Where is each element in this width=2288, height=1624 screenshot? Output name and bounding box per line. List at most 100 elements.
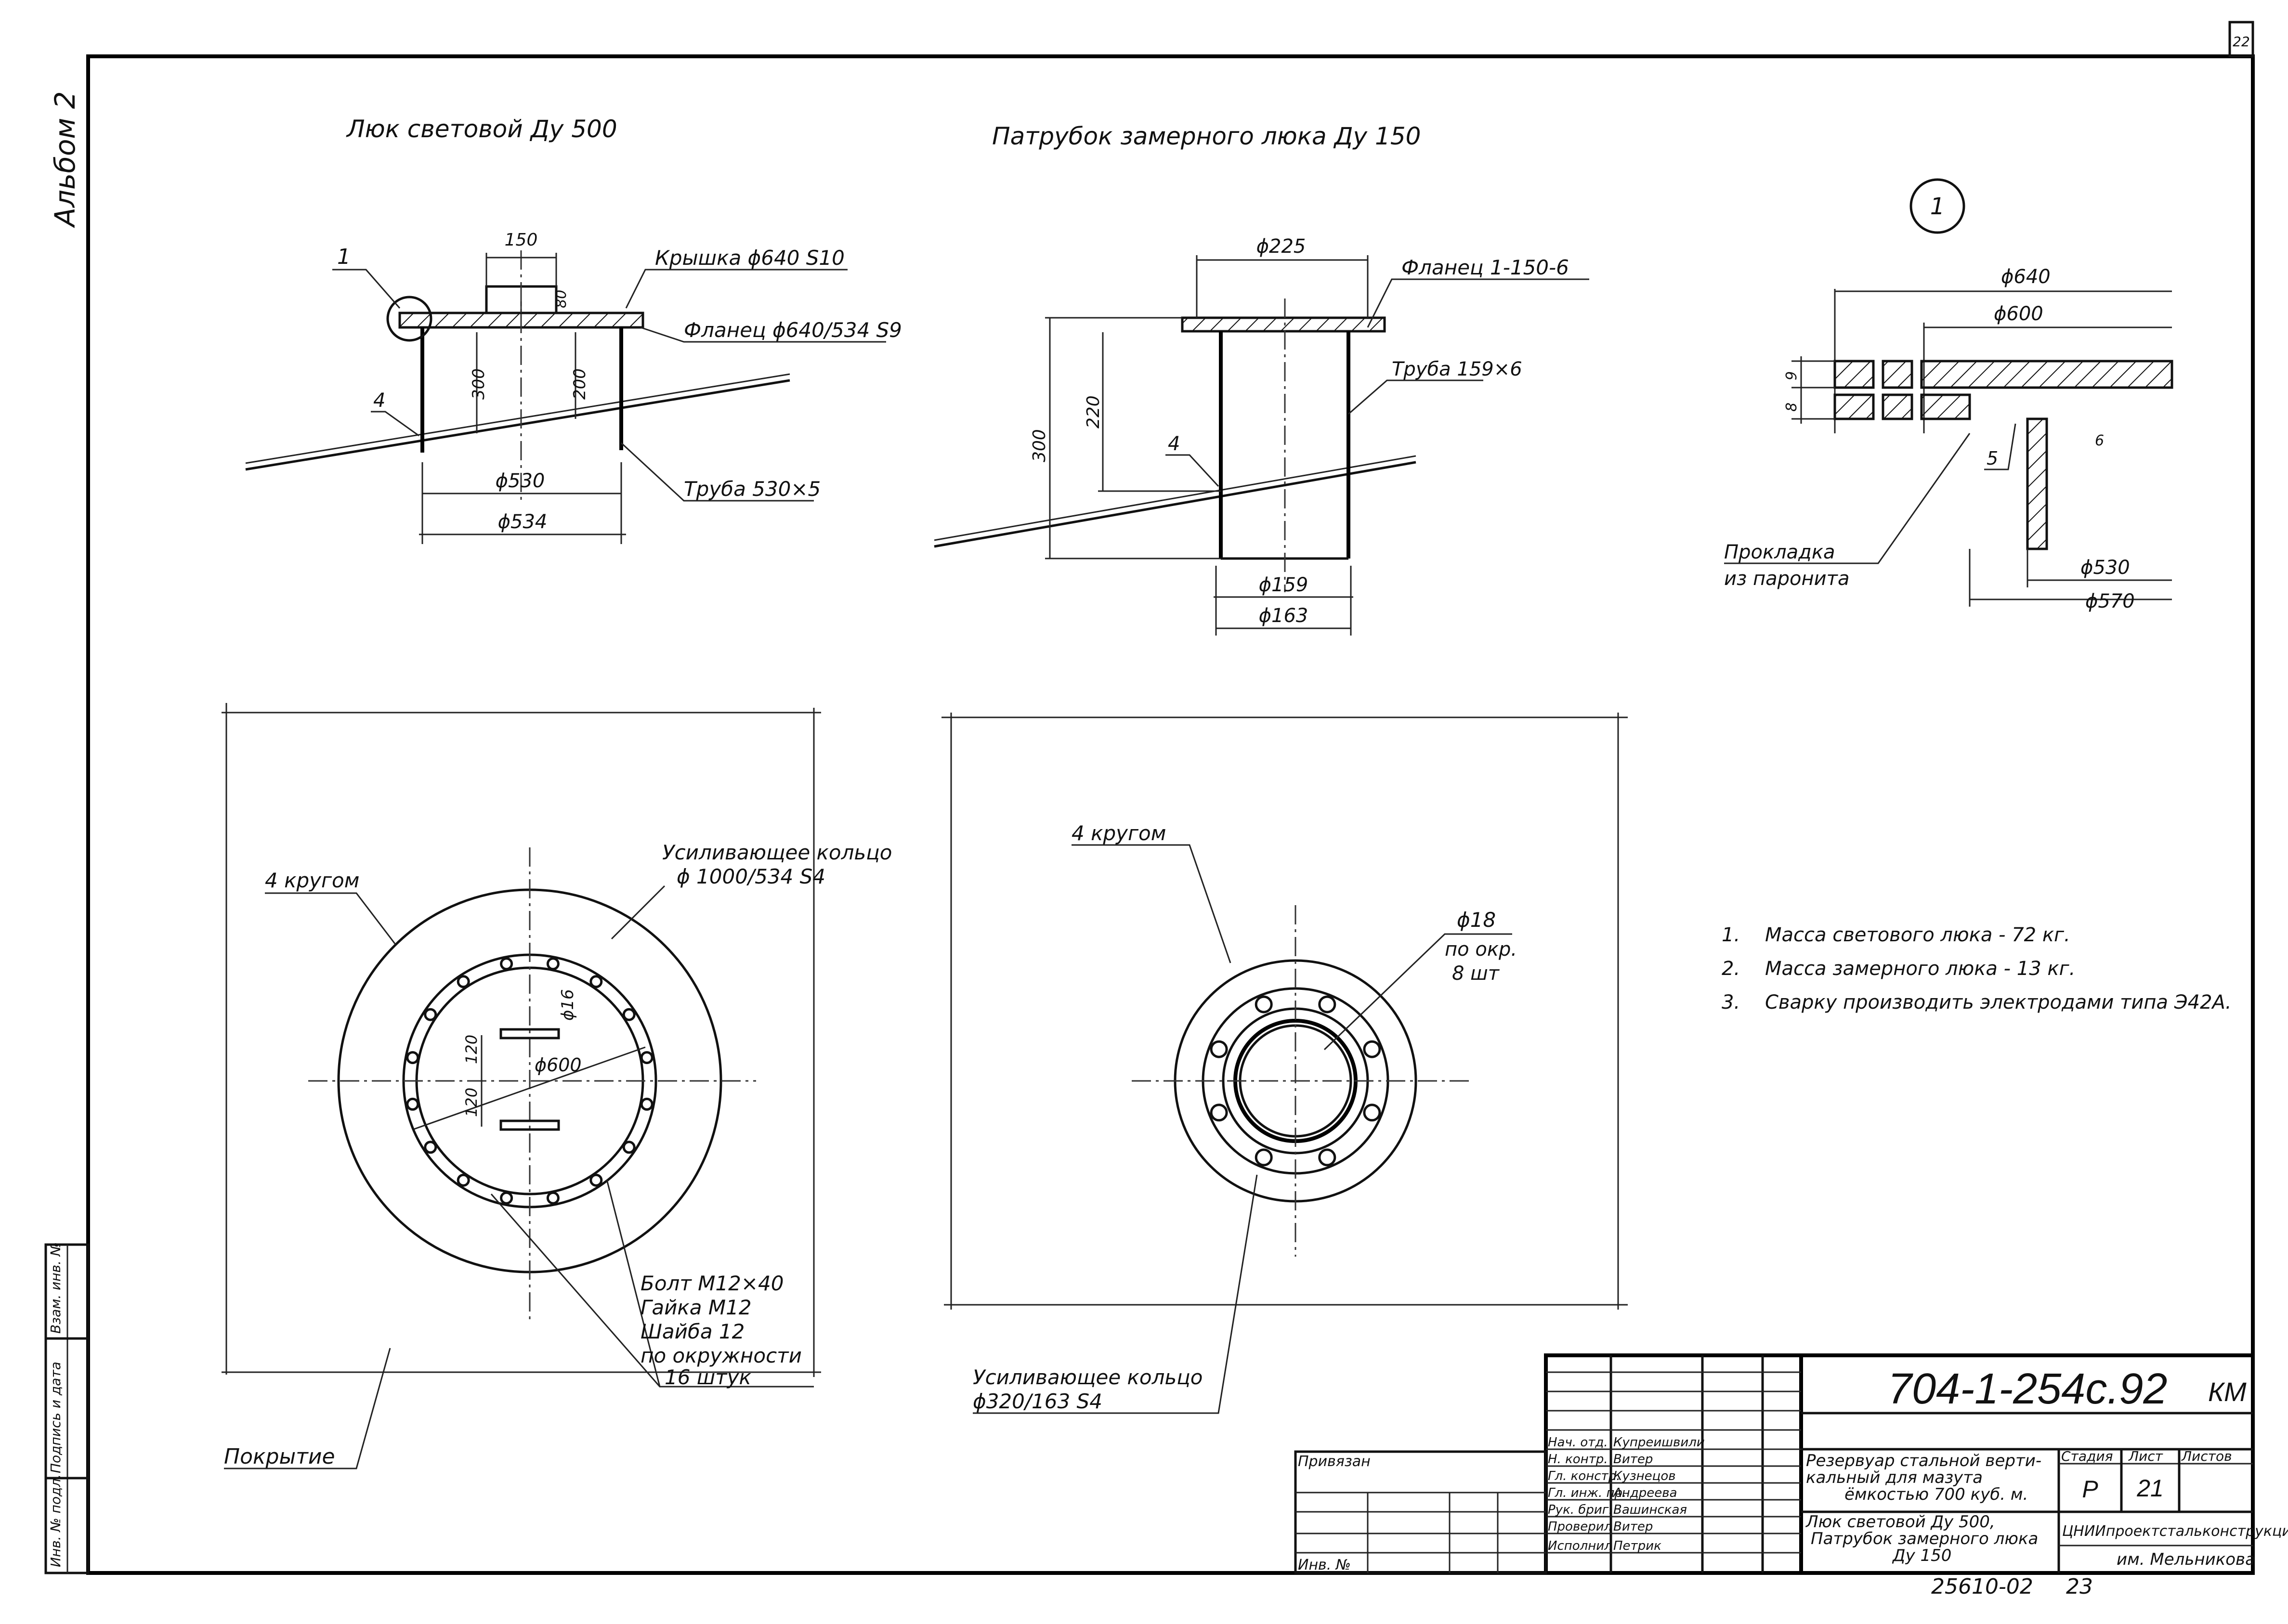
bottom-code: 25610-02 — [1931, 1574, 2033, 1599]
signature-name: Витер — [1613, 1452, 1653, 1467]
dim-d534: ϕ534 — [498, 511, 548, 533]
hole-label-line1: ϕ18 — [1457, 908, 1496, 932]
sheet-corner-box — [2228, 21, 2254, 58]
bolt-hole — [500, 957, 513, 971]
stamp-inv-podl: Инв. № подл. — [48, 1474, 64, 1567]
dim-300-2: 300 — [1030, 429, 1049, 462]
dim-300: 300 — [469, 368, 488, 400]
dim-200: 200 — [570, 368, 589, 400]
bolt-hole — [406, 1051, 419, 1065]
plan-light-hatch: ϕ600 ϕ16 120 120 4 кругом Усиливающее ко… — [222, 703, 892, 1469]
flange-label: Фланец ϕ640/534 S9 — [684, 318, 902, 342]
view-light-hatch-section: Люк световой Ду 500 150 80 300 200 ϕ530 … — [245, 115, 902, 544]
gasket-label-line1: Прокладка — [1724, 541, 1835, 563]
note-3-text: Сварку производить электродами типа Э42А… — [1765, 991, 2232, 1013]
dim-d570: ϕ570 — [2085, 590, 2135, 612]
stage-label: Стадия — [2061, 1448, 2113, 1464]
flange-hole — [1318, 995, 1336, 1013]
signature-name: Витер — [1613, 1520, 1653, 1534]
nozzle-flange — [1181, 316, 1386, 333]
detail-callout-circle — [386, 296, 432, 342]
sheet-title-2: Патрубок замерного люка — [1811, 1529, 2038, 1548]
sheet-title-1: Люк световой Ду 500, — [1805, 1512, 1995, 1532]
plan-measuring-nozzle: 4 кругом ϕ18 по окр. 8 шт Усиливающее ко… — [941, 713, 1628, 1414]
dim-120a: 120 — [462, 1035, 481, 1064]
signature-name: Купреишвили — [1613, 1435, 1705, 1450]
signature-role: Проверил — [1548, 1520, 1612, 1534]
bolt-hole — [424, 1141, 437, 1154]
dim-d159: ϕ159 — [1259, 574, 1308, 596]
roof-label: Покрытие — [224, 1444, 335, 1469]
org-line-1: ЦНИИпроектстальконструкция — [2062, 1523, 2288, 1540]
flange-hole — [1255, 995, 1273, 1013]
bolt-hole — [546, 957, 560, 971]
cover-label: Крышка ϕ640 S10 — [655, 246, 845, 270]
stage-value: Р — [2082, 1476, 2098, 1503]
view1-title: Люк световой Ду 500 — [346, 115, 617, 143]
note-2-text: Масса замерного люка - 13 кг. — [1765, 958, 2075, 980]
label-4: 4 — [373, 390, 385, 412]
object-line-1: Резервуар стальной верти- — [1806, 1451, 2041, 1470]
weld-around-label-2: 4 кругом — [1072, 821, 1166, 845]
signature-name: Кузнецов — [1613, 1469, 1676, 1483]
signature-name: Вашинская — [1613, 1503, 1687, 1517]
label-5: 5 — [1987, 448, 1998, 469]
bolt-hole — [457, 1173, 470, 1187]
bolt-hole — [589, 975, 603, 988]
handle-plan-2 — [499, 1119, 560, 1131]
sheets-label: Листов — [2181, 1448, 2232, 1464]
doc-mark: КМ — [2208, 1377, 2247, 1407]
title-block: 704-1-254с.92 КМ Привязан Инв. № Нач. от… — [1294, 1353, 2288, 1599]
detail-marker-number: 1 — [1930, 193, 1945, 220]
pipe-label: Труба 530×5 — [684, 477, 821, 501]
roof-line — [245, 379, 790, 471]
signature-role: Н. контр. — [1548, 1452, 1608, 1467]
bolt-line-5: 16 штук — [665, 1365, 752, 1389]
object-line-3: ёмкостью 700 куб. м. — [1844, 1485, 2028, 1504]
pipe-label-2: Труба 159×6 — [1392, 358, 1522, 380]
bolt-hole — [622, 1008, 636, 1021]
signature-role: Гл. инж. пр. — [1548, 1486, 1626, 1500]
detail-cover-section — [1920, 360, 2173, 389]
hole-label-line2: по окр. — [1445, 938, 1517, 961]
inv-label: Инв. № — [1298, 1557, 1351, 1573]
ring-label-line2: ϕ 1000/534 S4 — [677, 865, 825, 888]
side-stamp: Инв. № подл. Подпись и дата Взам. инв. № — [44, 1242, 90, 1574]
bolt-hole — [406, 1097, 419, 1111]
flange-hole — [1210, 1104, 1228, 1122]
dim-d600-plan: ϕ600 — [535, 1054, 582, 1076]
bolt-line-3: Шайба 12 — [641, 1320, 745, 1343]
privyazan-label: Привязан — [1298, 1453, 1371, 1470]
dim-d530: ϕ530 — [496, 470, 545, 492]
detail-pipe-wall — [2026, 417, 2048, 550]
dim-d16: ϕ16 — [558, 989, 577, 1021]
view-measuring-nozzle-section: Патрубок замерного люка Ду 150 ϕ225 Флан… — [934, 122, 1589, 636]
bolt-circle — [406, 957, 654, 1205]
detail-flange-section — [1920, 393, 1971, 420]
note-1-num: 1. — [1722, 924, 1740, 946]
dim-d600: ϕ600 — [1994, 303, 2043, 325]
dim-120b: 120 — [462, 1088, 481, 1117]
bolt-hole — [457, 975, 470, 988]
view2-title: Патрубок замерного люка Ду 150 — [992, 122, 1421, 150]
flange-hole — [1318, 1148, 1336, 1167]
org-line-2: им. Мельникова — [2117, 1550, 2255, 1569]
bolt-line-4: по окружности — [641, 1344, 802, 1367]
signature-role: Гл. констр. — [1548, 1469, 1620, 1483]
sheet-number: 21 — [2136, 1475, 2164, 1502]
label-4-2: 4 — [1168, 433, 1180, 455]
dim-d640: ϕ640 — [2001, 266, 2051, 288]
ring-label-line1: Усиливающее кольцо — [662, 841, 892, 864]
ring-label-2-line2: ϕ320/163 S4 — [973, 1390, 1102, 1413]
weld-around-label: 4 кругом — [265, 869, 359, 892]
sheet-label: Лист — [2128, 1448, 2163, 1464]
handle-plan-1 — [499, 1028, 560, 1039]
dim-220: 220 — [1084, 395, 1103, 429]
stamp-signature-date: Подпись и дата — [48, 1362, 64, 1473]
hole-circle — [1210, 995, 1381, 1167]
bolt-line-1: Болт М12×40 — [641, 1272, 784, 1295]
bottom-number: 23 — [2066, 1574, 2093, 1599]
signature-role: Исполнил — [1548, 1539, 1612, 1553]
bolt-hole — [589, 1173, 603, 1187]
